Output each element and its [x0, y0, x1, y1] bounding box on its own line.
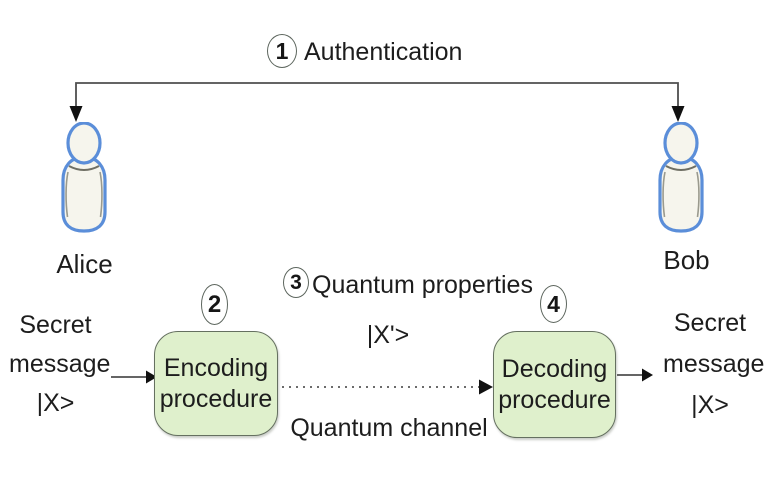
- secret-message-left-line1: Secret: [19, 311, 92, 339]
- step-1-badge: 1: [267, 34, 297, 68]
- secret-message-right-ket: |X>: [691, 391, 729, 419]
- step-2-badge: 2: [201, 284, 228, 325]
- quantum-properties-label: Quantum properties: [312, 271, 533, 299]
- person-icon: [658, 122, 704, 233]
- secret-message-right-line2: message: [663, 350, 765, 378]
- secret-message-right: Secret message |X>: [663, 303, 765, 426]
- quantum-channel-dotted-arrow: [282, 379, 493, 395]
- step-3-badge: 3: [283, 267, 309, 298]
- person-icon: [61, 122, 107, 233]
- encoding-box-line1: Encoding: [163, 353, 269, 382]
- encoding-procedure-box: Encoding procedure: [154, 331, 278, 436]
- secret-message-left: Secret message |X>: [9, 306, 111, 423]
- encoding-box-line2: procedure: [159, 384, 273, 413]
- actor-label-alice: Alice: [56, 249, 113, 279]
- x-prime-ket-label: |X'>: [366, 321, 410, 349]
- actor-label-bob: Bob: [663, 245, 710, 275]
- secret-message-right-line1: Secret: [673, 309, 747, 337]
- message-out-arrow: [617, 368, 653, 382]
- message-in-arrow: [111, 370, 157, 384]
- decoding-box-line2: procedure: [498, 385, 611, 414]
- step-4-badge: 4: [540, 285, 567, 323]
- step-4-number: 4: [547, 290, 560, 317]
- authentication-arrow: [69, 82, 685, 122]
- step-3-number: 3: [290, 270, 302, 294]
- decoding-box-line1: Decoding: [501, 354, 608, 383]
- step-2-number: 2: [207, 290, 222, 318]
- decoding-procedure-box: Decoding procedure: [493, 331, 616, 438]
- quantum-channel-label: Quantum channel: [290, 414, 488, 442]
- secret-message-left-line2: message: [9, 350, 111, 378]
- step-1-number: 1: [275, 37, 289, 64]
- secret-message-left-ket: |X>: [36, 389, 75, 417]
- authentication-label: Authentication: [304, 38, 463, 66]
